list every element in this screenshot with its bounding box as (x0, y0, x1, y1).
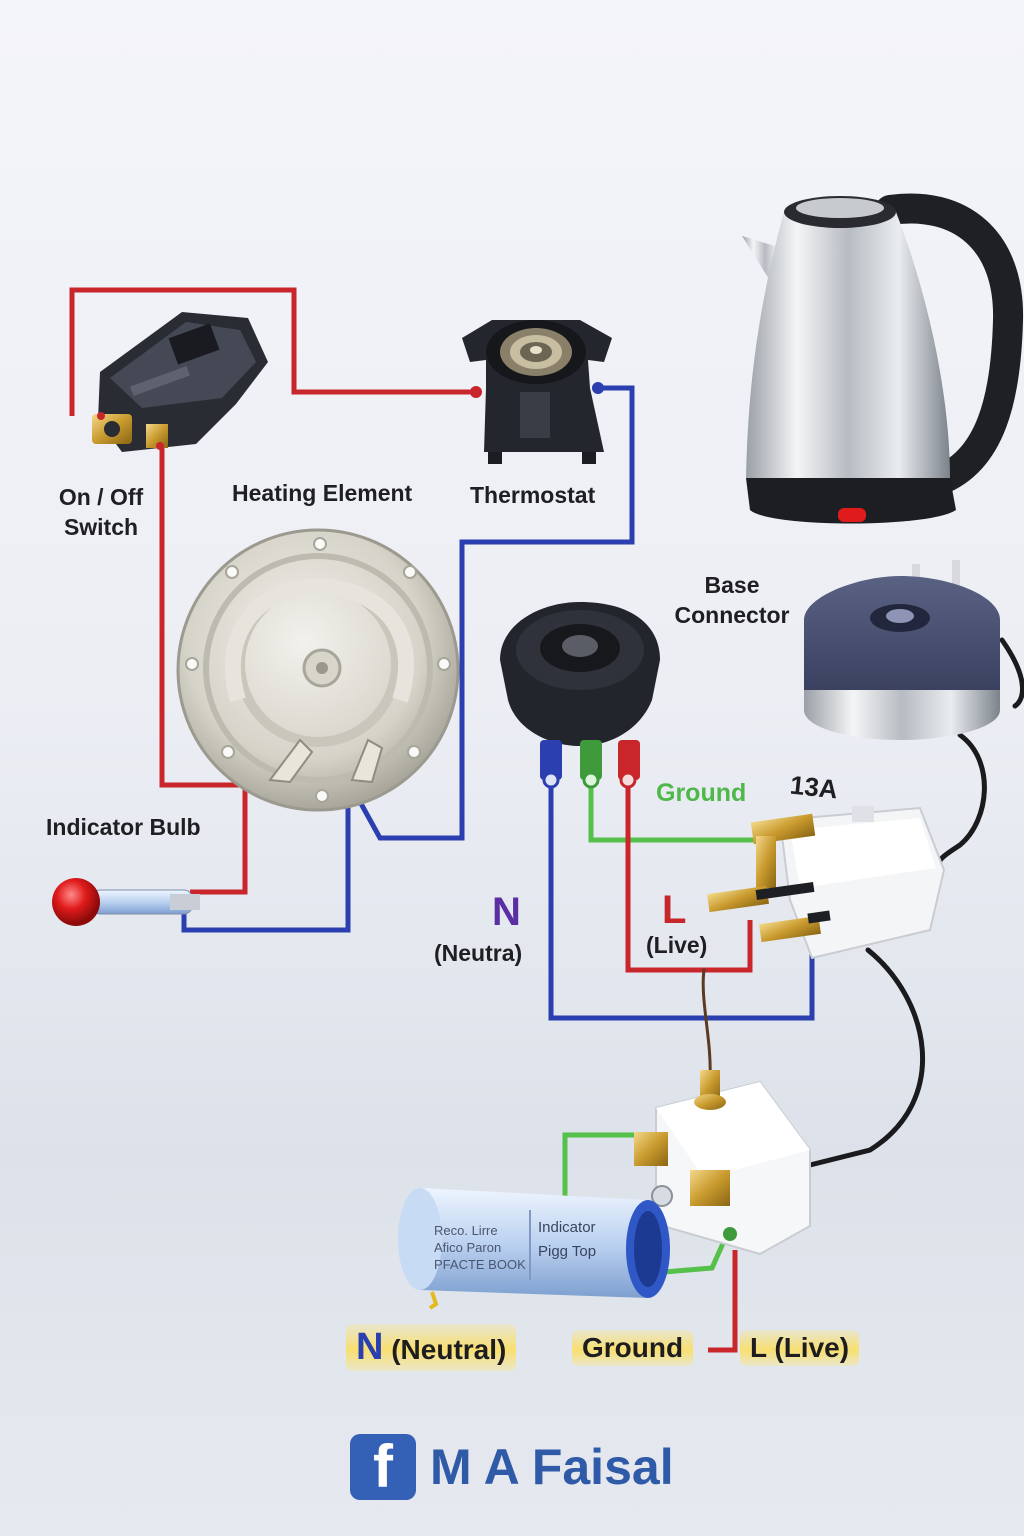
live-text: (Live) (646, 932, 708, 958)
brand-footer: f M A Faisal (350, 1432, 674, 1502)
upper-plug-component (707, 806, 946, 960)
on-off-switch-label-line2: Switch (63, 514, 139, 540)
neutral-wire-plug (548, 778, 815, 1021)
bottom-neutral-label: N (Neutral) (346, 1324, 517, 1371)
capacitor-print-line1: Reco. Lirre (434, 1223, 498, 1238)
bottom-neutral-text: (Neutral) (391, 1334, 507, 1365)
kettle-component (742, 193, 1024, 524)
neutral-wire-thermostat-element (345, 385, 635, 841)
live-letter: L (662, 888, 687, 932)
neutral-letter: N (492, 890, 521, 934)
capacitor-print-line2: Afico Paron (434, 1240, 502, 1255)
on-off-switch-component (92, 312, 268, 452)
thermostat-component (462, 320, 612, 464)
base-power-cable (936, 732, 987, 873)
kettle-cord (999, 637, 1024, 709)
ground-wire-lower-plug (562, 1132, 655, 1198)
facebook-icon[interactable]: f (350, 1434, 416, 1500)
capacitor-tube-component (398, 1188, 670, 1310)
base-connector-label-line2: Connector (674, 602, 790, 628)
live-wire-indicator-bulb (190, 785, 248, 895)
probe-wire (701, 968, 712, 1082)
rating-label-13a: 13A (788, 769, 840, 805)
live-wire-lower-plug (708, 1250, 738, 1353)
neutral-text: (Neutra) (434, 940, 523, 966)
capacitor-print-left: Reco. Lirre Afico Paron PFACTE BOOK (434, 1222, 526, 1273)
bottom-neutral-letter: N (356, 1326, 384, 1368)
capacitor-print-right-line2: Pigg Top (538, 1243, 597, 1260)
indicator-bulb-component (52, 878, 200, 926)
neutral-wire-bulb (181, 780, 351, 933)
thermostat-label: Thermostat (470, 482, 596, 508)
bottom-ground-label: Ground (572, 1330, 694, 1366)
indicator-bulb-label: Indicator Bulb (46, 814, 201, 840)
capacitor-print-line3: PFACTE BOOK (434, 1257, 526, 1272)
on-off-switch-label-line1: On / Off (58, 484, 144, 510)
kettle-base-socket (500, 602, 660, 789)
heating-element-component (176, 528, 460, 812)
live-wire-plug (625, 778, 753, 973)
heating-element-label: Heating Element (232, 480, 413, 506)
capacitor-print-right: Indicator Pigg Top (538, 1216, 596, 1264)
base-connector-label: Base Connector (662, 570, 802, 630)
brand-name[interactable]: M A Faisal (430, 1439, 674, 1495)
plug-cable (807, 947, 926, 1168)
base-connector-power-base (804, 560, 1000, 740)
base-connector-label-line1: Base (704, 572, 760, 598)
ground-wire-plug (588, 778, 760, 843)
lower-plug-component (634, 1070, 811, 1256)
bottom-live-label: L (Live) (740, 1330, 860, 1366)
ground-label-top: Ground (656, 779, 747, 807)
live-wire-switch-thermostat (69, 287, 476, 416)
capacitor-print-right-line1: Indicator (538, 1219, 596, 1236)
on-off-switch-label: On / Off Switch (40, 482, 162, 542)
